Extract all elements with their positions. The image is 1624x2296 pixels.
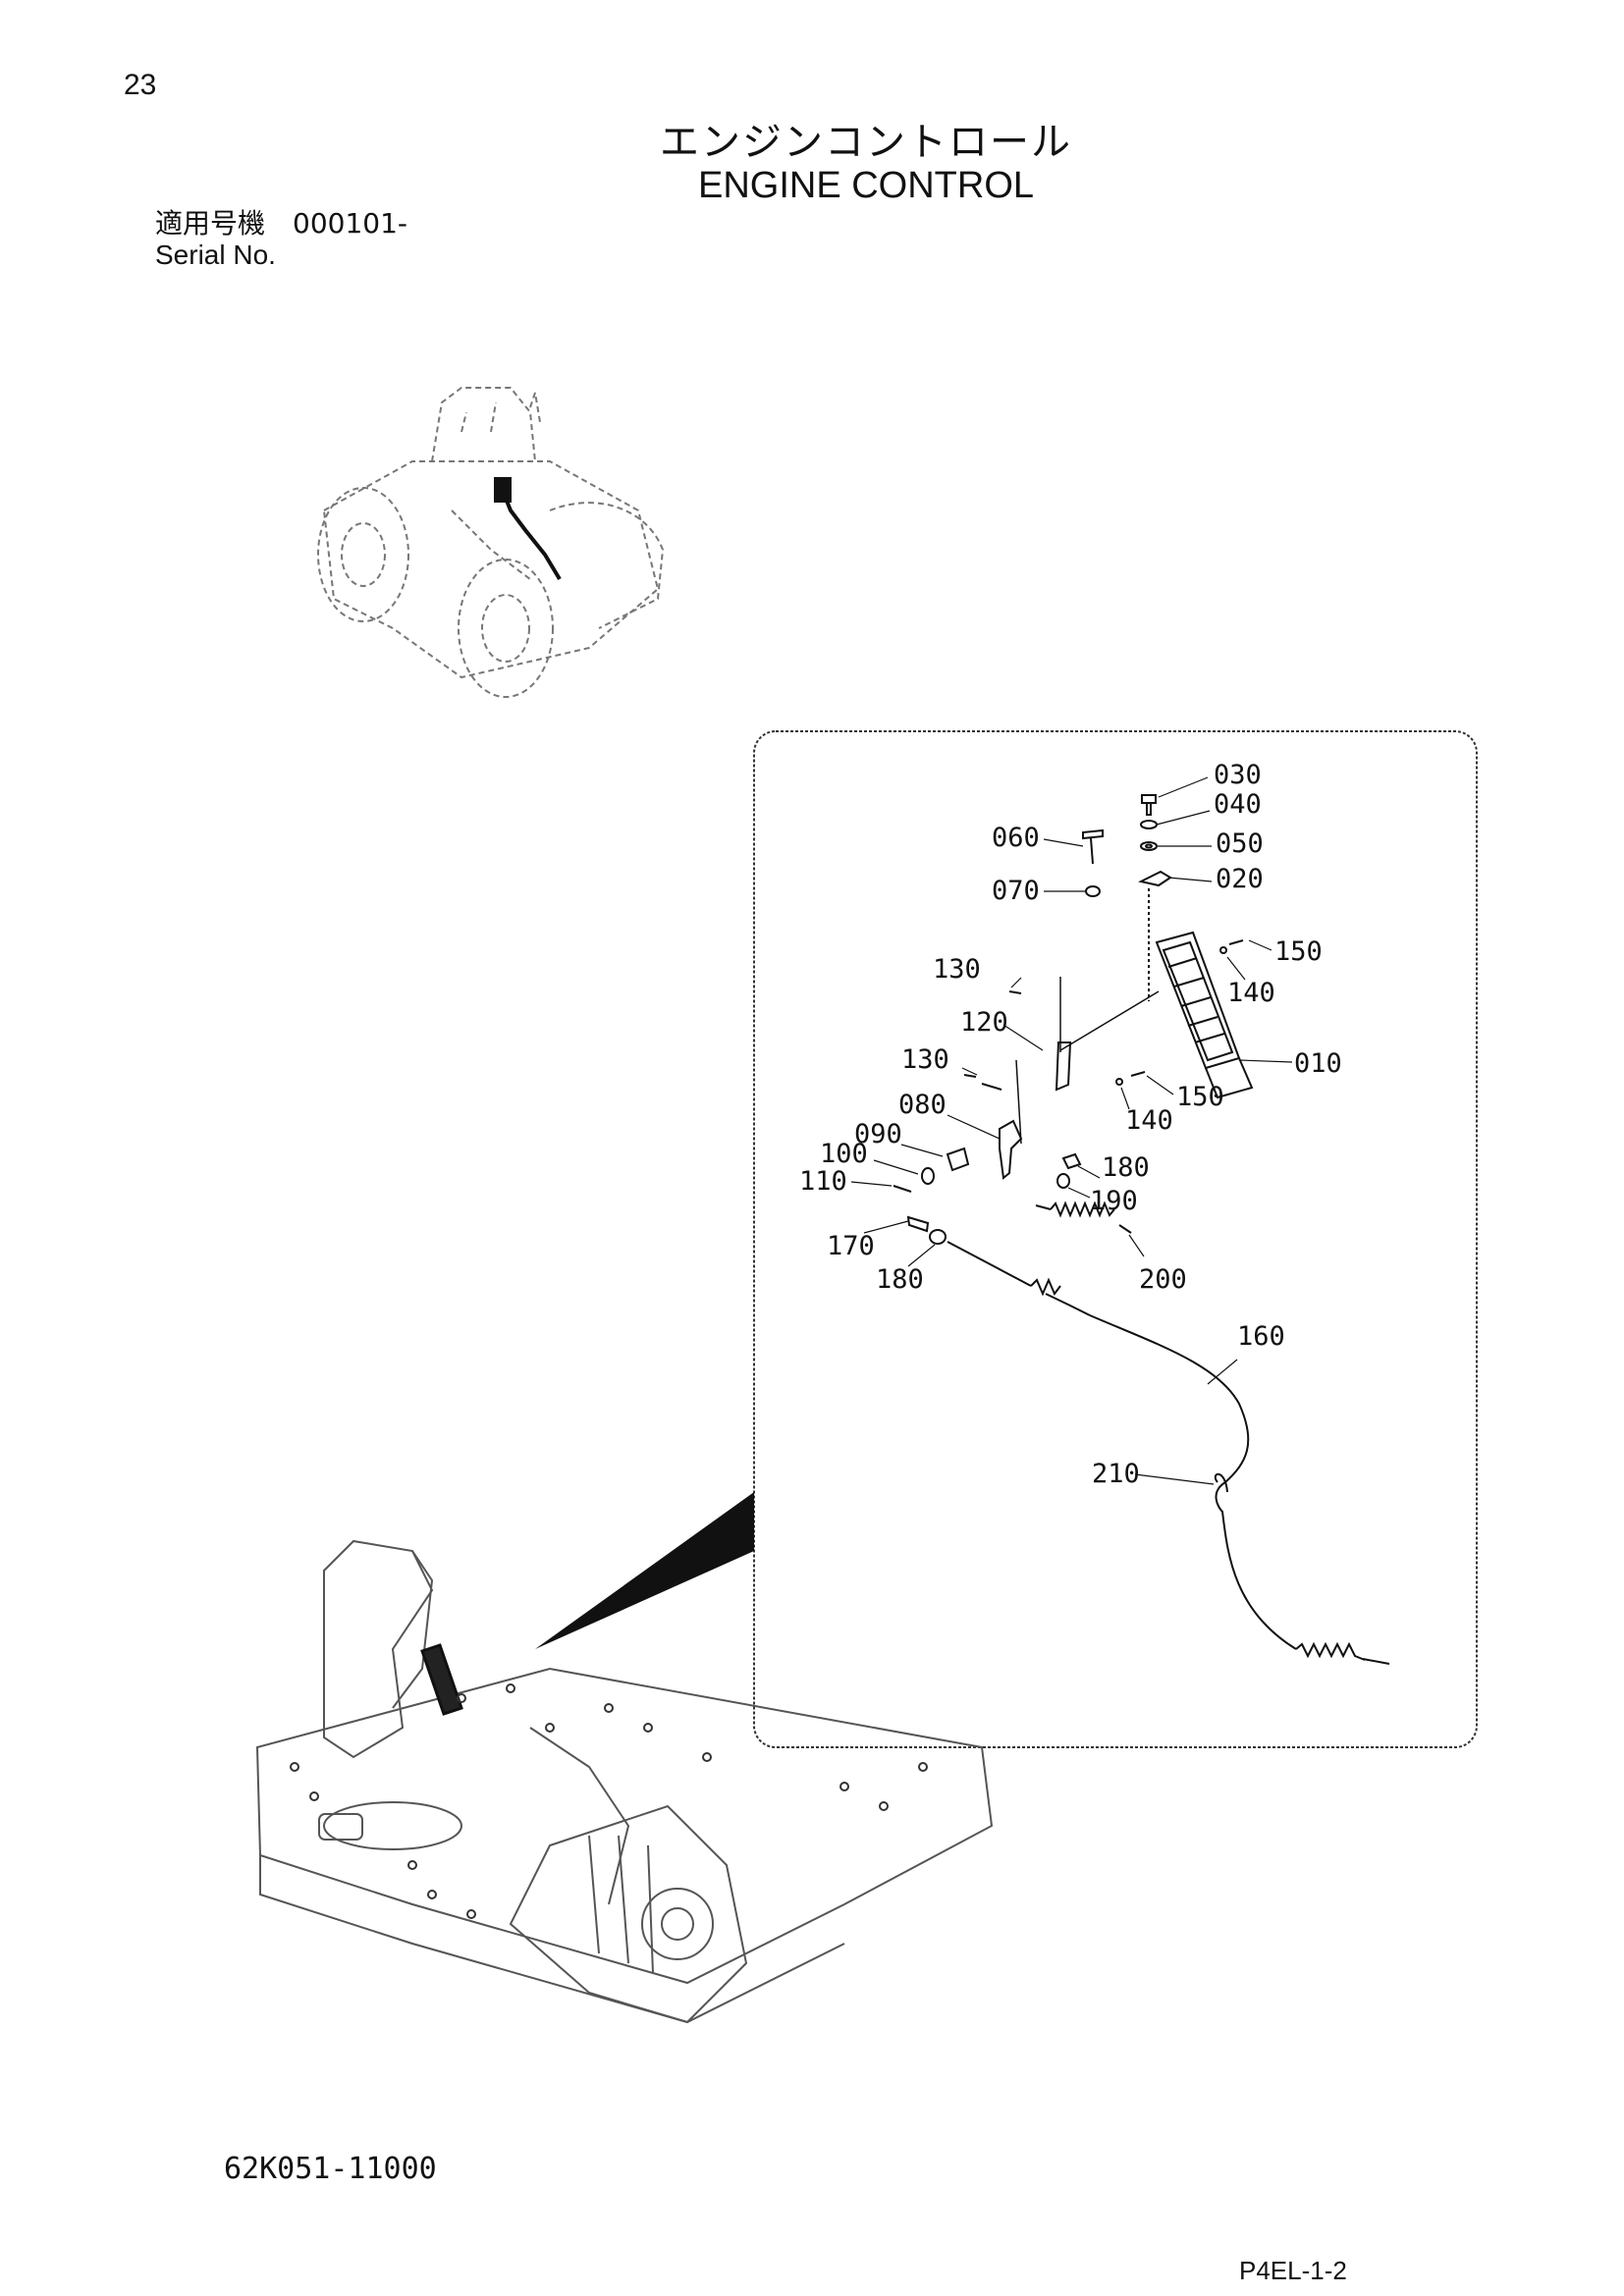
detail-frame <box>753 730 1478 1748</box>
page-reference: P4EL-1-2 <box>1239 2256 1347 2285</box>
callout-070: 070 <box>992 876 1040 906</box>
callout-090: 090 <box>854 1119 902 1149</box>
callout-170: 170 <box>827 1231 875 1261</box>
callout-060: 060 <box>992 823 1040 853</box>
floor-assembly-sketch <box>255 1539 994 2024</box>
callout-140-lower: 140 <box>1125 1105 1173 1136</box>
callout-050: 050 <box>1216 828 1264 859</box>
callout-200: 200 <box>1139 1264 1187 1295</box>
callout-080: 080 <box>898 1090 947 1120</box>
callout-180-lower: 180 <box>876 1264 924 1295</box>
callout-190: 190 <box>1090 1186 1138 1216</box>
page-number: 23 <box>124 69 157 101</box>
callout-110: 110 <box>799 1166 847 1197</box>
callout-130-upper: 130 <box>933 954 981 985</box>
callout-100: 100 <box>820 1139 868 1169</box>
floor-holes <box>290 1683 928 1919</box>
title-japanese: エンジンコントロール <box>660 120 1072 165</box>
callout-140-upper: 140 <box>1227 978 1275 1008</box>
serial-label-english: Serial No. <box>155 240 276 270</box>
callout-040: 040 <box>1214 789 1262 820</box>
callout-labels: 030 040 050 020 060 070 150 140 130 120 … <box>799 760 1342 1489</box>
part-code: 62K051-11000 <box>224 2152 437 2186</box>
callout-020: 020 <box>1216 864 1264 894</box>
callout-210: 210 <box>1092 1459 1140 1489</box>
overview-highlight <box>494 477 562 581</box>
callout-130-lower: 130 <box>901 1044 949 1075</box>
callout-180-upper: 180 <box>1102 1152 1150 1183</box>
callout-160: 160 <box>1237 1321 1285 1352</box>
callout-150-lower: 150 <box>1176 1082 1224 1112</box>
serial-label-japanese: 適用号機 000101- <box>155 207 407 240</box>
floor-pedal-highlight <box>420 1643 463 1716</box>
callout-030: 030 <box>1214 760 1262 790</box>
detail-pointer <box>535 1492 754 1649</box>
overview-machine-sketch <box>317 387 665 698</box>
callout-120: 120 <box>960 1007 1008 1038</box>
detail-parts <box>893 794 1390 1665</box>
callout-010: 010 <box>1294 1048 1342 1079</box>
callout-150-upper: 150 <box>1274 936 1323 967</box>
leader-lines <box>850 776 1293 1485</box>
title-english: ENGINE CONTROL <box>697 165 1035 206</box>
